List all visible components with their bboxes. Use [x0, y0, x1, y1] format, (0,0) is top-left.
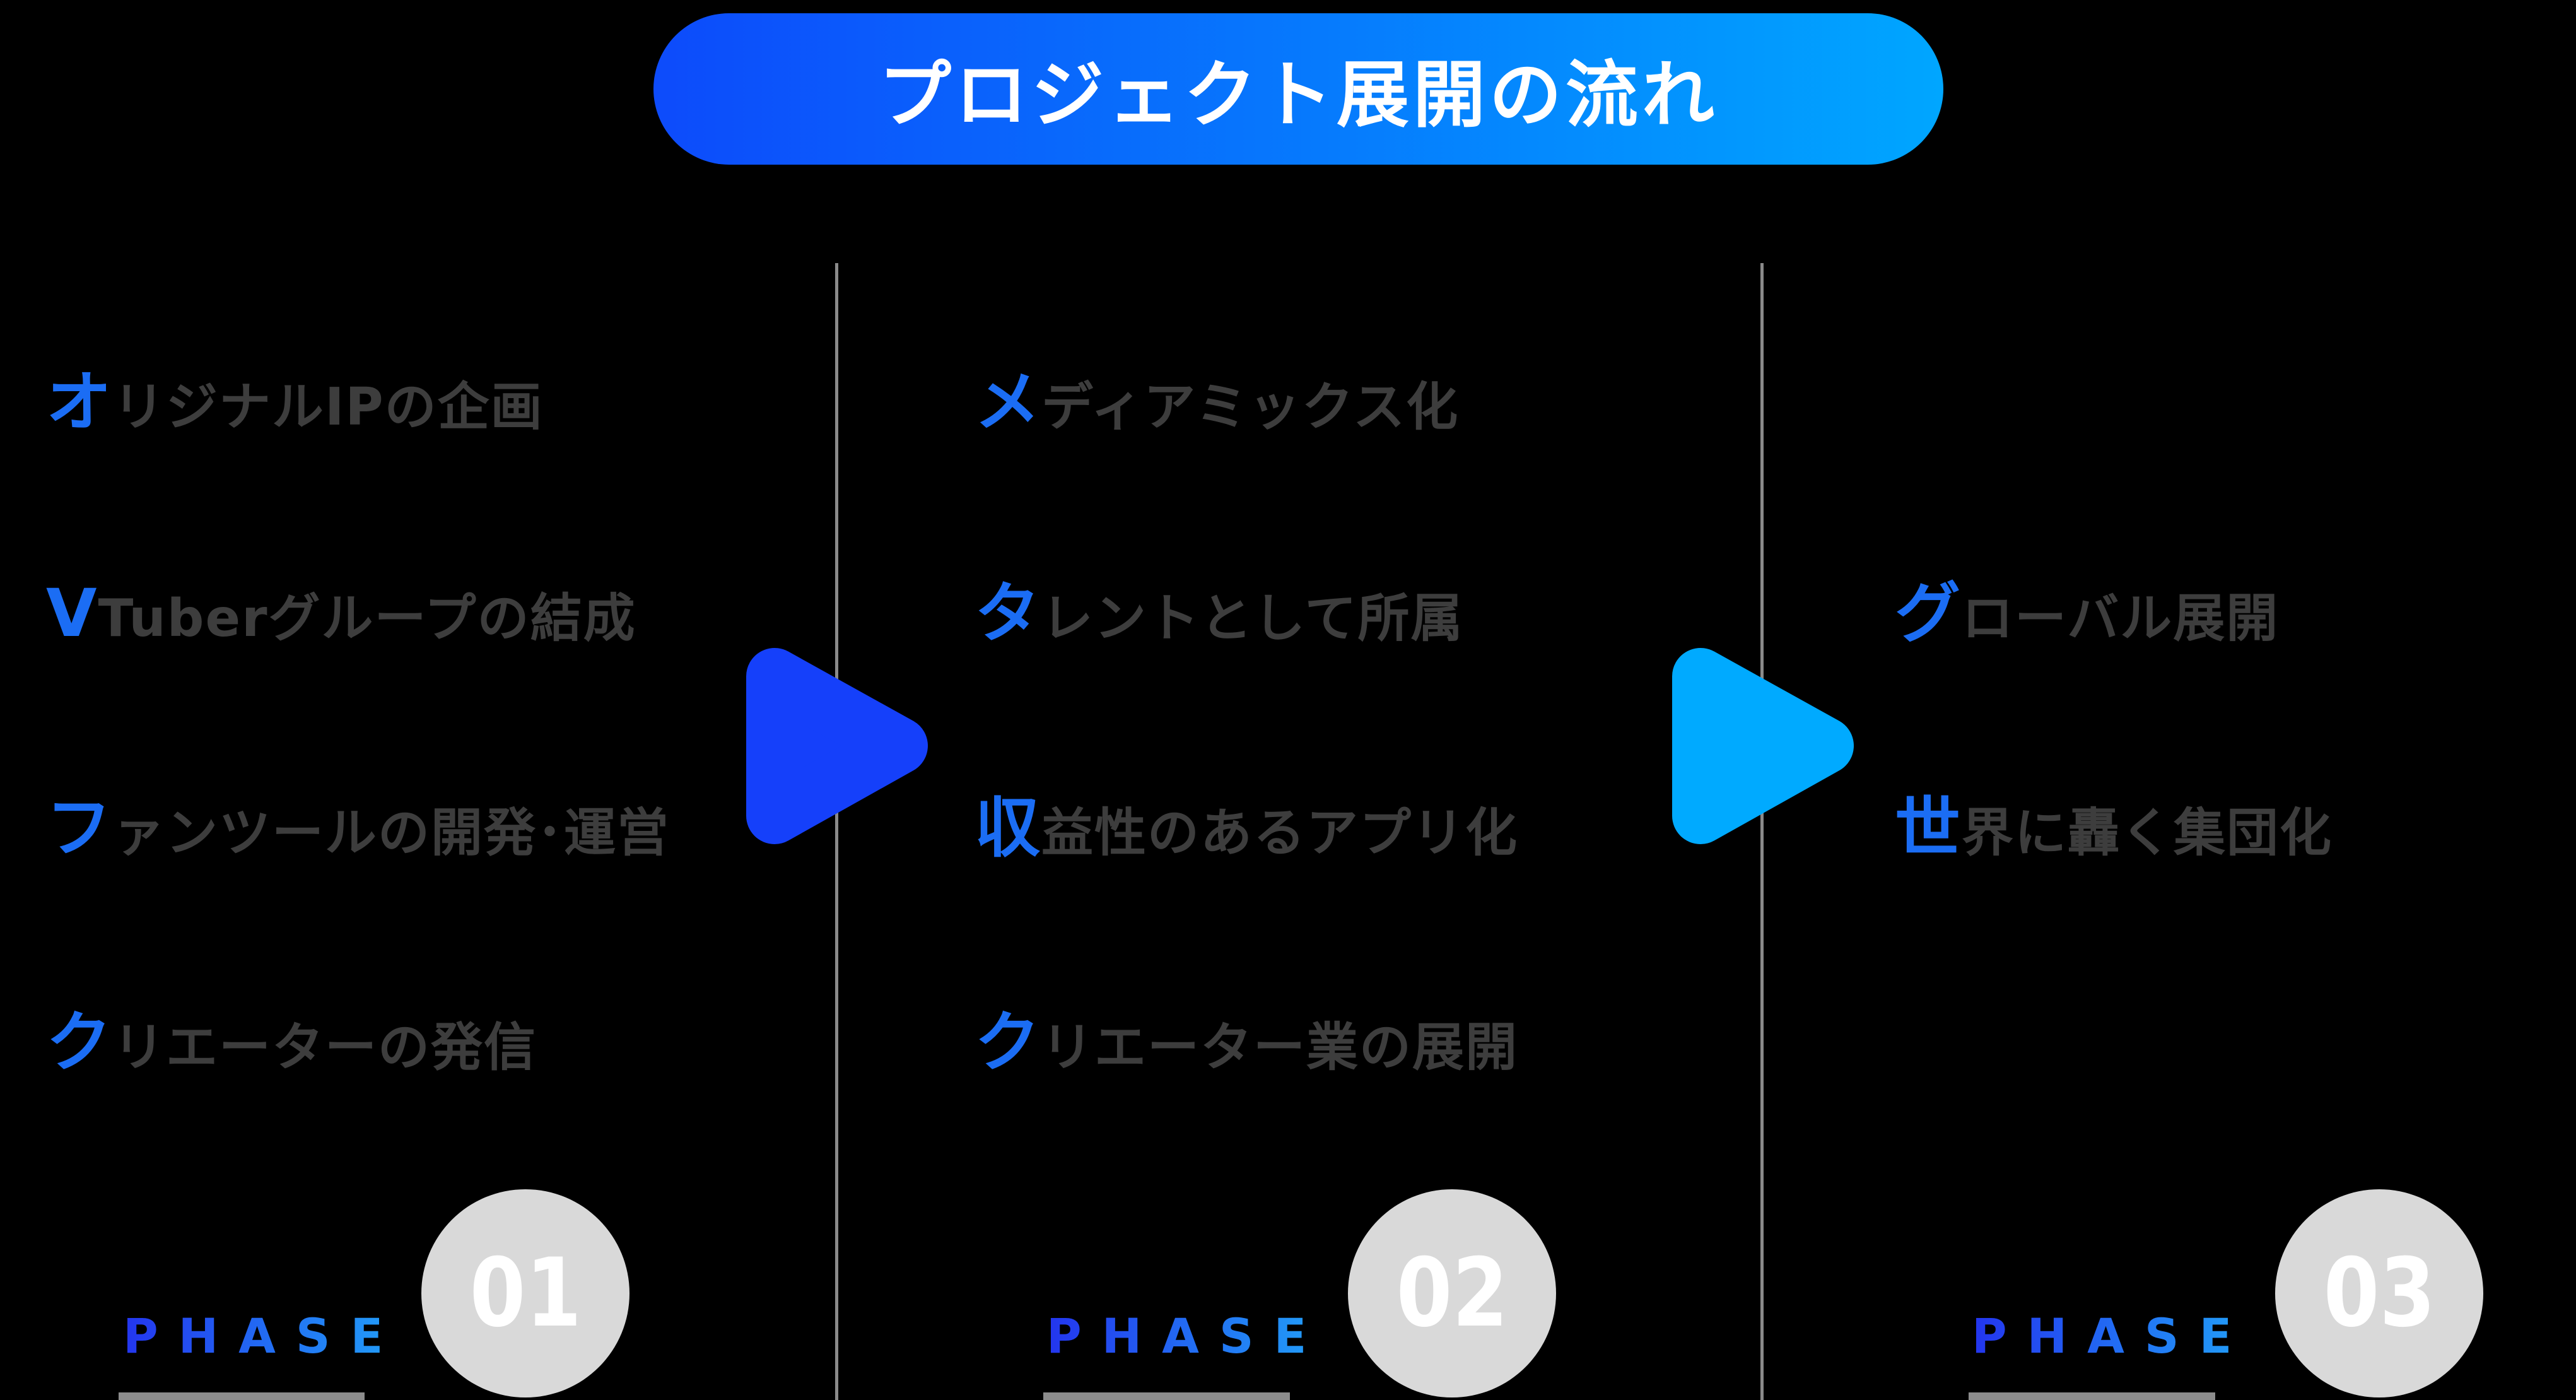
item-lead-char: V — [46, 575, 98, 652]
list-item: グローバル展開 — [1895, 580, 2279, 646]
right-arrow-icon — [746, 648, 928, 844]
item-lead-char: ク — [46, 1004, 114, 1081]
list-item: クリエーター業の展開 — [975, 1009, 1518, 1075]
phase-number: 01 — [469, 1238, 582, 1348]
item-rest-text: ァンツールの開発･運営 — [113, 803, 670, 863]
title-pill: プロジェクト展開の流れ — [653, 13, 1943, 165]
item-rest-text: Tuberグループの結成 — [98, 589, 636, 649]
phase-label: PHASE — [1046, 1308, 1327, 1364]
item-lead-char: オ — [46, 363, 114, 440]
item-rest-text: レントとして所属 — [1041, 589, 1464, 649]
list-item: 収益性のあるアプリ化 — [975, 795, 1518, 861]
item-lead-char: 世 — [1895, 789, 1962, 866]
phase-label: PHASE — [123, 1308, 404, 1364]
item-lead-char: 収 — [975, 789, 1042, 866]
phase-number-badge: 02 — [1348, 1189, 1556, 1397]
phase-number-badge: 03 — [2275, 1189, 2483, 1397]
list-item: クリエーターの発信 — [46, 1009, 537, 1075]
item-rest-text: ディアミックス化 — [1041, 377, 1460, 437]
item-rest-text: リエーター業の展開 — [1041, 1018, 1519, 1078]
list-item: オリジナルIPの企画 — [46, 369, 544, 435]
phase-underline — [1969, 1392, 2215, 1400]
phase-number: 03 — [2323, 1238, 2435, 1348]
phase-underline — [1043, 1392, 1290, 1400]
list-item: タレントとして所属 — [975, 580, 1464, 646]
phase-number: 02 — [1396, 1238, 1508, 1348]
item-lead-char: ク — [975, 1004, 1042, 1081]
phase-number-badge: 01 — [421, 1189, 629, 1397]
page-title: プロジェクト展開の流れ — [878, 53, 1718, 138]
item-rest-text: リジナルIPの企画 — [113, 377, 544, 437]
column-divider-1 — [835, 263, 838, 1400]
right-arrow-icon — [1672, 648, 1854, 844]
phase-underline — [119, 1392, 365, 1400]
column-divider-2 — [1760, 263, 1764, 1400]
phase-label: PHASE — [1972, 1308, 2252, 1364]
item-rest-text: リエーターの発信 — [113, 1018, 537, 1078]
item-rest-text: 界に轟く集団化 — [1962, 803, 2333, 863]
list-item: 世界に轟く集団化 — [1895, 795, 2333, 861]
item-lead-char: タ — [975, 575, 1042, 652]
item-lead-char: グ — [1895, 575, 1962, 652]
list-item: メディアミックス化 — [975, 369, 1459, 435]
item-lead-char: フ — [46, 789, 114, 866]
list-item: ファンツールの開発･運営 — [46, 795, 670, 861]
item-rest-text: 益性のあるアプリ化 — [1041, 803, 1519, 863]
item-rest-text: ローバル展開 — [1962, 589, 2280, 649]
item-lead-char: メ — [975, 363, 1042, 440]
